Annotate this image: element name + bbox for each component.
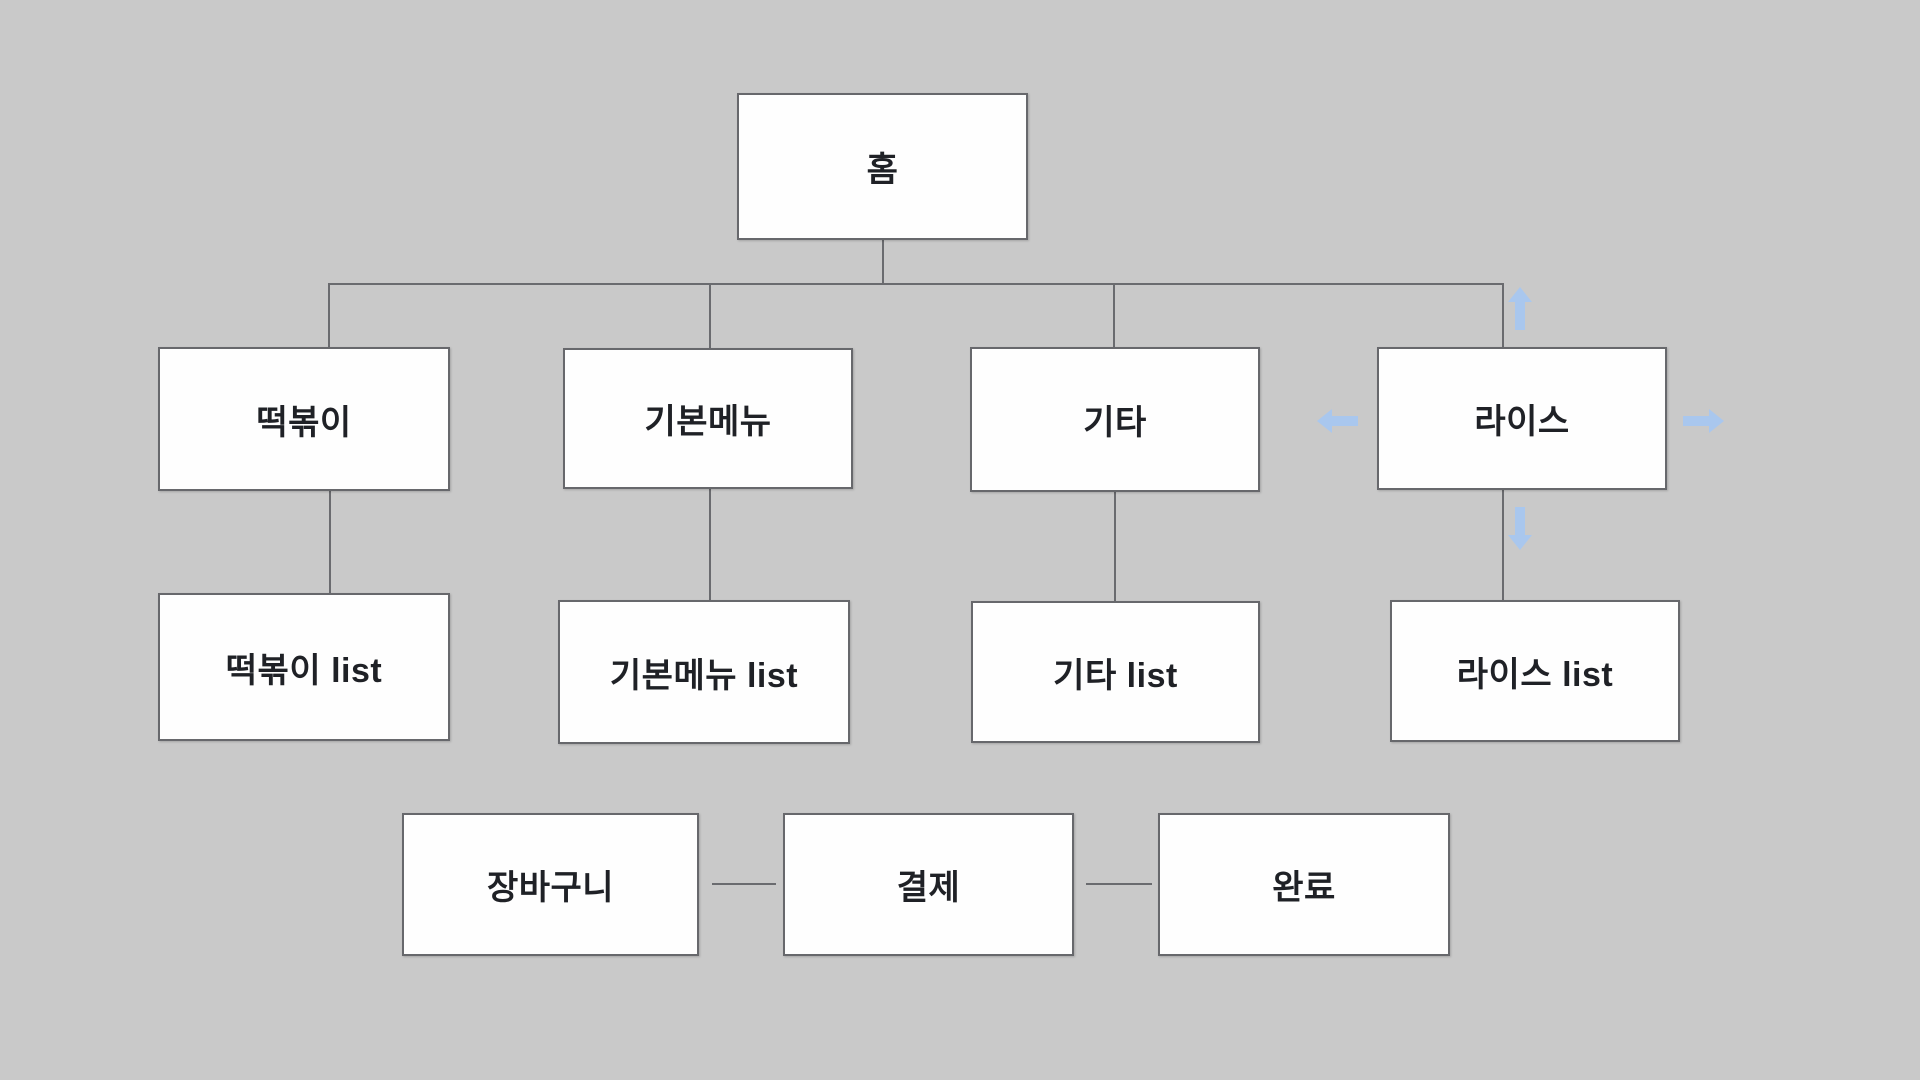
node-etc-label: 기타 xyxy=(1083,404,1147,442)
connector-bus-to-etc xyxy=(1113,283,1115,347)
node-basic-menu-list-label: 기본메뉴 list xyxy=(609,656,799,695)
node-rice-list[interactable]: 라이스 list xyxy=(1390,600,1680,742)
node-payment[interactable]: 결제 xyxy=(783,813,1074,956)
arrow-right-icon[interactable] xyxy=(1683,409,1724,433)
node-rice-list-label: 라이스 list xyxy=(1456,655,1614,694)
arrow-left-icon[interactable] xyxy=(1317,409,1358,433)
connector-cart-to-payment xyxy=(712,883,776,885)
node-etc-list-label: 기타 list xyxy=(1053,656,1178,695)
node-etc-list[interactable]: 기타 list xyxy=(971,601,1260,743)
node-cart-label: 장바구니 xyxy=(486,869,615,907)
connector-tteokbokki-to-list xyxy=(329,491,331,594)
connector-home-to-bus xyxy=(882,240,884,285)
node-tteokbokki[interactable]: 떡볶이 xyxy=(158,347,450,491)
node-cart[interactable]: 장바구니 xyxy=(402,813,699,956)
node-payment-label: 결제 xyxy=(896,869,961,907)
connector-bus-to-rice xyxy=(1502,283,1504,347)
arrow-up-icon[interactable] xyxy=(1508,287,1532,330)
connector-payment-to-complete xyxy=(1086,883,1152,885)
node-complete-label: 완료 xyxy=(1272,869,1336,907)
connector-basic-menu-to-list xyxy=(709,489,711,601)
node-tteokbokki-label: 떡볶이 xyxy=(256,403,352,442)
node-rice-label: 라이스 xyxy=(1474,403,1570,441)
node-home-label: 홈 xyxy=(866,151,899,189)
node-home[interactable]: 홈 xyxy=(737,93,1028,240)
node-complete[interactable]: 완료 xyxy=(1158,813,1450,956)
node-rice[interactable]: 라이스 xyxy=(1377,347,1667,490)
connector-bus-line xyxy=(328,283,1504,285)
node-basic-menu-list[interactable]: 기본메뉴 list xyxy=(558,600,850,744)
connector-bus-to-basic-menu xyxy=(709,283,711,349)
node-basic-menu-label: 기본메뉴 xyxy=(644,403,772,441)
node-basic-menu[interactable]: 기본메뉴 xyxy=(563,348,853,489)
arrow-down-icon[interactable] xyxy=(1508,507,1532,550)
node-etc[interactable]: 기타 xyxy=(970,347,1260,492)
node-tteokbokki-list-label: 떡볶이 list xyxy=(225,651,383,690)
connector-rice-to-list xyxy=(1502,490,1504,601)
connector-etc-to-list xyxy=(1114,492,1116,602)
connector-bus-to-tteokbokki xyxy=(328,283,330,347)
node-tteokbokki-list[interactable]: 떡볶이 list xyxy=(158,593,450,741)
